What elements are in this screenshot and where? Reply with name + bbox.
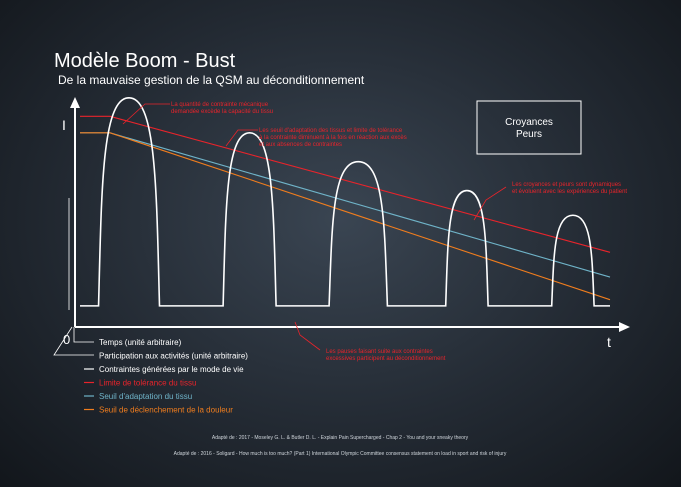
annotations: La quantité de contrainte mécanique dema… bbox=[171, 102, 627, 362]
x-axis-label: t bbox=[607, 334, 611, 350]
legend-label-1: Temps (unité arbitraire) bbox=[99, 338, 182, 347]
annotation-2c: et aux absences de contraintes bbox=[259, 142, 342, 148]
x-axis-arrow bbox=[619, 322, 630, 332]
annotation-4a: Les pauses faisant suite aux contraintes bbox=[326, 349, 433, 355]
legend-leader-activity bbox=[53, 326, 94, 356]
y-axis-arrow bbox=[70, 97, 80, 108]
annotation-4b: excessives participent au déconditionnem… bbox=[326, 356, 446, 362]
leader-3 bbox=[473, 186, 507, 221]
series-layer bbox=[80, 97, 611, 307]
annotation-3b: et évoluent avec les expériences du pati… bbox=[512, 189, 627, 195]
leader-2 bbox=[225, 129, 258, 147]
annotation-2b: à la contrainte diminuent à la fois en r… bbox=[259, 135, 407, 141]
legend-label-2: Participation aux activités (unité arbit… bbox=[99, 352, 248, 361]
legend-label-6: Seuil de déclenchement de la douleur bbox=[99, 406, 233, 415]
leader-1 bbox=[122, 103, 170, 125]
annotation-1a: La quantité de contrainte mécanique bbox=[171, 102, 269, 108]
series-line-3 bbox=[80, 132, 611, 301]
legend-leaders bbox=[53, 198, 94, 356]
credit-line-1: Adapté de : 2017 - Moseley G. L. & Butle… bbox=[212, 435, 469, 441]
annotation-1b: demandée excède la capacité du tissu bbox=[171, 109, 273, 115]
annotation-2a: Les seuil d'adaptation des tissus et lim… bbox=[259, 128, 403, 134]
beliefs-box-line1: Croyances bbox=[505, 117, 553, 128]
y-axis-label: I bbox=[62, 117, 66, 133]
legend-label-5: Seuil d'adaptation du tissu bbox=[99, 392, 192, 401]
legend-label-4: Limite de tolérance du tissu bbox=[99, 379, 196, 388]
origin-label: 0 bbox=[63, 332, 70, 347]
series-line-4 bbox=[80, 97, 610, 307]
legend: Temps (unité arbitraire) Participation au… bbox=[84, 338, 248, 415]
series-line-1 bbox=[80, 115, 611, 253]
annotation-3a: Les croyances et peurs sont dynamiques bbox=[512, 182, 621, 188]
chart-title: Modèle Boom - Bust bbox=[54, 50, 236, 72]
credit-line-2: Adapté de : 2016 - Soligard - How much i… bbox=[174, 451, 507, 457]
legend-leader-time bbox=[73, 327, 94, 343]
beliefs-box-line2: Peurs bbox=[516, 129, 542, 140]
chart-subtitle: De la mauvaise gestion de la QSM au déco… bbox=[58, 73, 365, 87]
annotation-leaders bbox=[122, 103, 507, 351]
beliefs-box bbox=[476, 100, 582, 155]
leader-4 bbox=[294, 321, 321, 351]
legend-label-3: Contraintes générées par le mode de vie bbox=[99, 365, 244, 374]
